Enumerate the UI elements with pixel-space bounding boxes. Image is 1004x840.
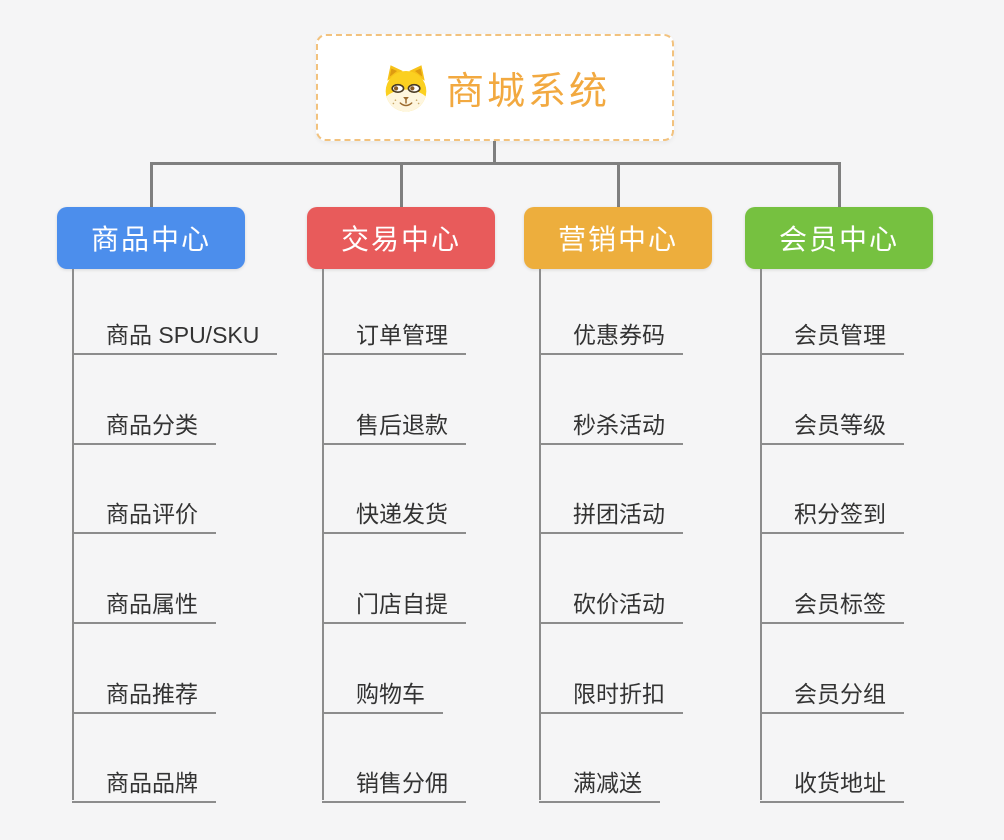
branch-connector-line-member-center [760, 269, 762, 800]
subtopic-marketing-center-0[interactable]: 优惠券码 [539, 317, 683, 355]
branch-topic-marketing-center[interactable]: 营销中心 [524, 207, 712, 269]
subtopic-member-center-4[interactable]: 会员分组 [760, 676, 904, 714]
subtopic-product-center-2[interactable]: 商品评价 [72, 496, 216, 534]
subtopic-product-center-4[interactable]: 商品推荐 [72, 676, 216, 714]
subtopic-trade-center-1[interactable]: 售后退款 [322, 407, 466, 445]
branch-topic-member-center[interactable]: 会员中心 [745, 207, 933, 269]
dog-icon [385, 64, 427, 112]
subtopic-trade-center-2[interactable]: 快递发货 [322, 496, 466, 534]
branch-connector-line-trade-center [322, 269, 324, 800]
subtopic-marketing-center-1[interactable]: 秒杀活动 [539, 407, 683, 445]
branch-topic-label: 交易中心 [340, 224, 461, 255]
subtopic-product-center-1[interactable]: 商品分类 [72, 407, 216, 445]
connector-stub-marketing-center [616, 162, 620, 207]
subtopic-product-center-0[interactable]: 商品 SPU/SKU [72, 317, 278, 355]
subtopic-member-center-0[interactable]: 会员管理 [760, 317, 904, 355]
subtopic-member-center-2[interactable]: 积分签到 [760, 496, 904, 534]
branch-topic-label: 会员中心 [778, 224, 899, 255]
connector-stub-trade-center [399, 162, 403, 207]
subtopic-marketing-center-2[interactable]: 拼团活动 [539, 496, 683, 534]
subtopic-trade-center-4[interactable]: 购物车 [322, 676, 443, 714]
subtopic-product-center-5[interactable]: 商品品牌 [72, 765, 216, 803]
connector-rail [150, 162, 840, 165]
connector-stub-member-center [837, 162, 841, 207]
subtopic-trade-center-5[interactable]: 销售分佣 [322, 765, 466, 803]
connector-root-stub [493, 141, 496, 164]
connector-stub-product-center [149, 162, 153, 207]
branch-topic-trade-center[interactable]: 交易中心 [307, 207, 495, 269]
root-topic-label: 商城系统 [445, 71, 610, 113]
subtopic-member-center-1[interactable]: 会员等级 [760, 407, 904, 445]
subtopic-marketing-center-4[interactable]: 限时折扣 [539, 676, 683, 714]
subtopic-trade-center-3[interactable]: 门店自提 [322, 586, 466, 624]
branch-topic-label: 营销中心 [557, 224, 678, 255]
branch-connector-line-marketing-center [539, 269, 541, 800]
branch-connector-line-product-center [72, 269, 74, 800]
subtopic-trade-center-0[interactable]: 订单管理 [322, 317, 466, 355]
subtopic-marketing-center-5[interactable]: 满减送 [539, 765, 660, 803]
root-topic[interactable]: 商城系统 [316, 34, 674, 141]
subtopic-member-center-3[interactable]: 会员标签 [760, 586, 904, 624]
subtopic-marketing-center-3[interactable]: 砍价活动 [539, 586, 683, 624]
branch-topic-product-center[interactable]: 商品中心 [57, 207, 245, 269]
subtopic-product-center-3[interactable]: 商品属性 [72, 586, 216, 624]
branch-topic-label: 商品中心 [90, 224, 211, 255]
subtopic-member-center-5[interactable]: 收货地址 [760, 765, 904, 803]
